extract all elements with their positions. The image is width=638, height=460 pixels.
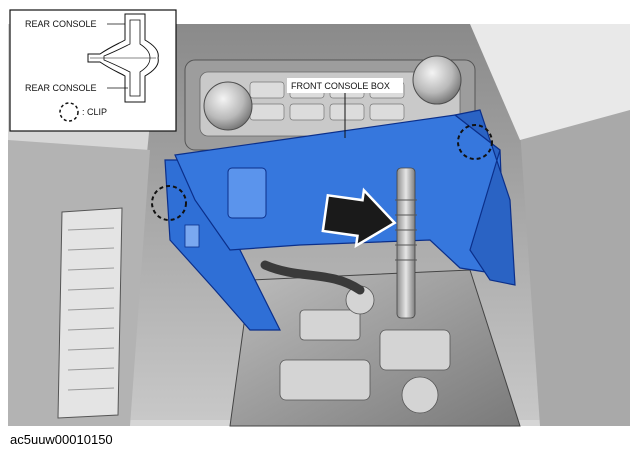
legend-rear-console-bottom: REAR CONSOLE bbox=[25, 83, 97, 93]
harness-cable bbox=[260, 260, 365, 295]
shifter-mechanism bbox=[229, 269, 521, 427]
left-knob bbox=[203, 81, 253, 131]
legend-rear-console-top: REAR CONSOLE bbox=[25, 19, 97, 29]
removal-direction-arrow bbox=[321, 187, 397, 249]
right-panel-light bbox=[470, 24, 630, 140]
callout-box bbox=[287, 78, 403, 93]
front-console-box-label: FRONT CONSOLE BOX bbox=[291, 81, 390, 91]
clip-marker-left bbox=[151, 185, 187, 221]
accelerator-pedal bbox=[57, 207, 123, 419]
pedal-ribs bbox=[67, 227, 115, 391]
console-box-right-wing bbox=[453, 109, 516, 286]
clip-symbol-icon bbox=[59, 102, 79, 122]
legend-clip-label: : CLIP bbox=[82, 107, 107, 117]
shift-lever-rings bbox=[395, 199, 417, 261]
clip-diagram-inner bbox=[103, 19, 151, 97]
front-console-box bbox=[164, 109, 516, 331]
console-box-tab bbox=[227, 167, 267, 219]
mechanism-details bbox=[279, 285, 451, 414]
legend: REAR CONSOLE REAR CONSOLE : CLIP bbox=[9, 9, 177, 132]
figure-caption: ac5uuw00010150 bbox=[10, 432, 113, 447]
shift-lever bbox=[396, 167, 416, 319]
right-knob bbox=[412, 55, 462, 105]
right-trim bbox=[520, 100, 630, 426]
console-box-slot bbox=[184, 224, 200, 248]
clip-marker-right bbox=[457, 124, 493, 160]
